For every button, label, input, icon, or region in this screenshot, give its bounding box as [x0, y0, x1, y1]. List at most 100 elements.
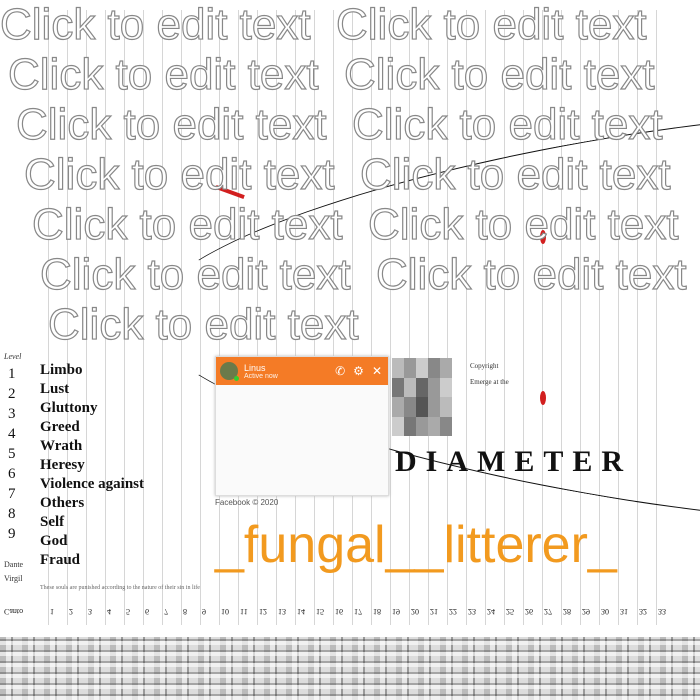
canto-gridline [466, 10, 467, 345]
canto-number: 2 [69, 607, 73, 616]
canto-gridline [447, 10, 448, 345]
title-diameter: DIAMETER [395, 445, 633, 478]
canto-gridline [276, 10, 277, 345]
canto-gridline [105, 10, 106, 345]
canto-number: 16 [335, 607, 343, 616]
contact-name[interactable]: Linus [244, 362, 266, 373]
gear-icon[interactable]: ⚙ [353, 364, 364, 378]
canto-gridline [86, 10, 87, 345]
canto-gridline [238, 10, 239, 345]
canto-number: 5 [126, 607, 130, 616]
canto-number: 9 [202, 607, 206, 616]
pixel-block [392, 397, 404, 417]
copyright-note: Copyright [470, 362, 499, 370]
pixel-block [440, 397, 452, 417]
canto-gridline [124, 10, 125, 345]
pixel-block [416, 416, 428, 436]
close-icon[interactable]: ✕ [371, 364, 382, 378]
avatar [220, 362, 239, 381]
canto-gridline [428, 10, 429, 345]
click-to-edit-text[interactable]: Click to edit text [367, 199, 679, 249]
click-to-edit-text[interactable]: Click to edit text [47, 299, 359, 349]
click-to-edit-text[interactable]: Click to edit text [15, 99, 327, 149]
canto-gridline [485, 10, 486, 345]
circle-label: Violence against [40, 476, 145, 492]
circle-label: Gluttony [40, 400, 98, 416]
canto-number: 21 [430, 607, 438, 616]
click-to-edit-text[interactable]: Click to edit text [39, 249, 351, 299]
canto-number: 23 [468, 607, 476, 616]
pixel-block [428, 358, 440, 378]
canto-gridline [295, 10, 296, 345]
canto-gridline [162, 345, 163, 625]
canto-gridline [200, 10, 201, 345]
canto-number: 15 [316, 607, 324, 616]
canto-gridline [48, 10, 49, 345]
level-label: 9 [8, 526, 16, 542]
circle-label: Lust [40, 381, 70, 397]
canto-gridline [181, 10, 182, 345]
level-label: 1 [8, 366, 16, 382]
canto-number: 27 [544, 607, 552, 616]
canto-gridline [352, 10, 353, 345]
canto-number: 13 [278, 607, 286, 616]
canto-gridline [561, 10, 562, 345]
canto-number: 1 [50, 607, 54, 616]
canto-number: 26 [525, 607, 533, 616]
canto-gridline [599, 10, 600, 345]
pixel-block [416, 397, 428, 417]
facebook-footer: Facebook © 2020 [215, 498, 279, 507]
canto-number: 18 [373, 607, 381, 616]
canto-gridline [390, 10, 391, 345]
pixel-block [404, 397, 416, 417]
canto-gridline [181, 345, 182, 625]
highlight-mark [540, 230, 546, 244]
click-to-edit-text[interactable]: Click to edit text [335, 0, 647, 50]
pixel-block [404, 416, 416, 436]
canto-number: 32 [639, 607, 647, 616]
canto-number: 29 [582, 607, 590, 616]
canto-gridline [637, 10, 638, 345]
pixel-block [440, 416, 452, 436]
emerge-note: Emerge at the [470, 378, 509, 386]
chat-header[interactable]: Linus Active now ✆ ⚙ ✕ [216, 357, 388, 385]
canto-number: 19 [392, 607, 400, 616]
click-to-edit-text[interactable]: Click to edit text [351, 99, 663, 149]
canto-gridline [333, 10, 334, 345]
click-to-edit-text[interactable]: Click to edit text [23, 149, 335, 199]
canto-number: 12 [259, 607, 267, 616]
level-label: 7 [8, 486, 16, 502]
canto-gridline [523, 10, 524, 345]
canto-number: 7 [164, 607, 168, 616]
canto-number: 14 [297, 607, 305, 616]
canto-number: 25 [506, 607, 514, 616]
canto-gridline [162, 10, 163, 345]
click-to-edit-text[interactable]: Click to edit text [31, 199, 343, 249]
dante-label: Dante [4, 560, 24, 569]
circle-label: Limbo [40, 362, 83, 378]
chat-window[interactable]: Linus Active now ✆ ⚙ ✕ [215, 356, 389, 496]
pixel-block [416, 358, 428, 378]
level-header: Level [4, 352, 22, 361]
circle-label: Self [40, 514, 65, 530]
canto-number: 3 [88, 607, 92, 616]
username-text[interactable]: _fungal__litterer_ [215, 516, 617, 574]
click-to-edit-text[interactable]: Click to edit text [7, 49, 319, 99]
highlight-mark [540, 391, 546, 405]
pixel-block [392, 416, 404, 436]
canto-gridline [219, 10, 220, 345]
circle-label: Wrath [40, 438, 83, 454]
level-label: 8 [8, 506, 16, 522]
click-to-edit-text[interactable]: Click to edit text [375, 249, 687, 299]
pixel-block [404, 358, 416, 378]
canto-number: 30 [601, 607, 609, 616]
circle-description: These souls are punished according to th… [40, 585, 200, 591]
pixel-block [392, 377, 404, 397]
level-label: 3 [8, 406, 16, 422]
click-to-edit-text[interactable]: Click to edit text [343, 49, 655, 99]
click-to-edit-text[interactable]: Click to edit text [359, 149, 671, 199]
phone-icon[interactable]: ✆ [335, 364, 346, 378]
canto-gridline [67, 10, 68, 345]
click-to-edit-text[interactable]: Click to edit text [0, 0, 311, 50]
